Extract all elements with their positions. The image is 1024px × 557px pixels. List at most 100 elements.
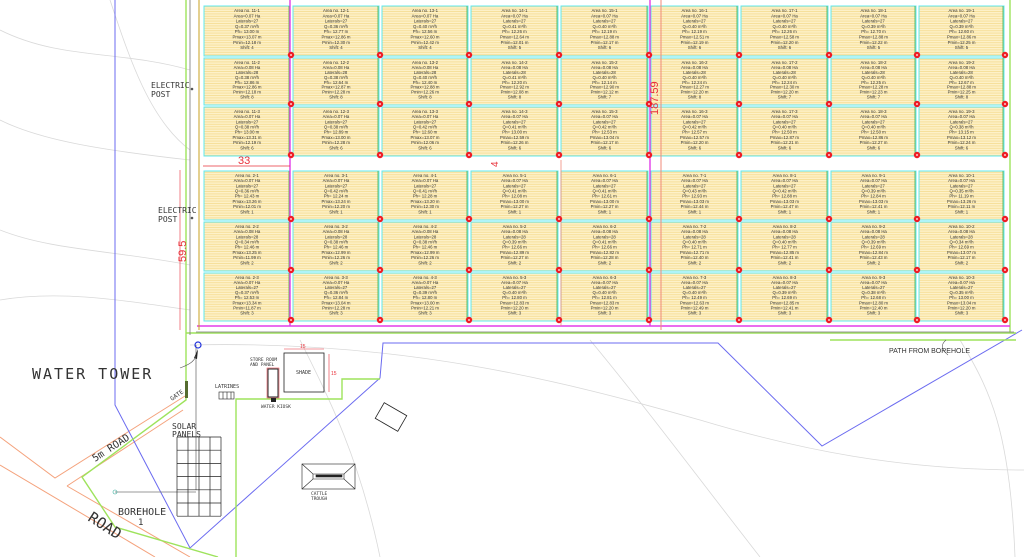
cell-area-no: Area no. 12-2 [323,60,350,65]
cell-shift: Shift: 2 [688,260,702,265]
cell-laterals: Laterals=28 [236,234,259,239]
cell-area: Area=0.07 Ha [771,114,798,119]
cell-flow: Q=0.40 m³/h [682,75,707,80]
cell-laterals: Laterals=27 [414,119,437,124]
cell-pmin: Pmin=12.44 m [681,204,709,209]
cell-ph: Ph= 12.26 m [502,29,527,34]
cell-pmax: Pmax=13.25 m [232,250,261,255]
borehole-icon [112,489,118,495]
cell-pmin: Pmin=12.40 m [681,255,709,260]
cell-shift: Shift: 1 [240,209,254,214]
cell-area [292,57,380,106]
cell-pmin: Pmin=12.19 m [233,140,261,145]
cell-laterals: Laterals=28 [862,234,885,239]
cell-area: Area=0.07 Ha [323,114,350,119]
cell-flow: Q=0.41 m³/h [502,24,527,29]
cell-area-no: Area no. 17-3 [771,109,798,114]
store-room-icon [267,368,279,398]
cell-pmax: Pmax=12.86 m [232,85,261,90]
cell-area [650,57,739,106]
cell-area-no: Area no. 14-1 [501,8,528,13]
cell-area-no: Area no. 12-1 [323,8,350,13]
cell-area [830,272,917,322]
cell-shift: Shift: 8 [508,95,522,100]
cell-area [203,272,291,322]
cell-flow: Q=0.38 m³/h [235,75,260,80]
cell-area-no: Area no. 4-2 [413,224,437,229]
cell-pmax: Pmax=13.00 m [410,300,439,305]
cell-pmin: Pmin=12.49 m [681,305,709,310]
cell-flow: Q=0.36 m³/h [324,24,349,29]
cell-shift: Shift: 2 [778,260,792,265]
cell-laterals: Laterals=27 [950,119,973,124]
dim-small: 4 [490,161,501,167]
cell-shift: Shift: 6 [955,145,969,150]
cell-area [830,106,917,157]
cell-area: Area=0.07 Ha [234,114,261,119]
cell-shift: Shift: 5 [867,45,881,50]
cell-area-no: Area no. 18-1 [860,8,887,13]
solar-panels-label-2: PANELS [172,430,201,439]
cell-pmax: Pmax=12.57 m [680,135,709,140]
cell-area-no: Area no. 9-1 [862,173,886,178]
cell-pmin: Pmin=12.20 m [322,204,350,209]
cell-area: Area=0.07 Ha [591,178,618,183]
cell-flow: Q=0.40 m³/h [861,75,886,80]
property-boundary [114,0,1023,549]
